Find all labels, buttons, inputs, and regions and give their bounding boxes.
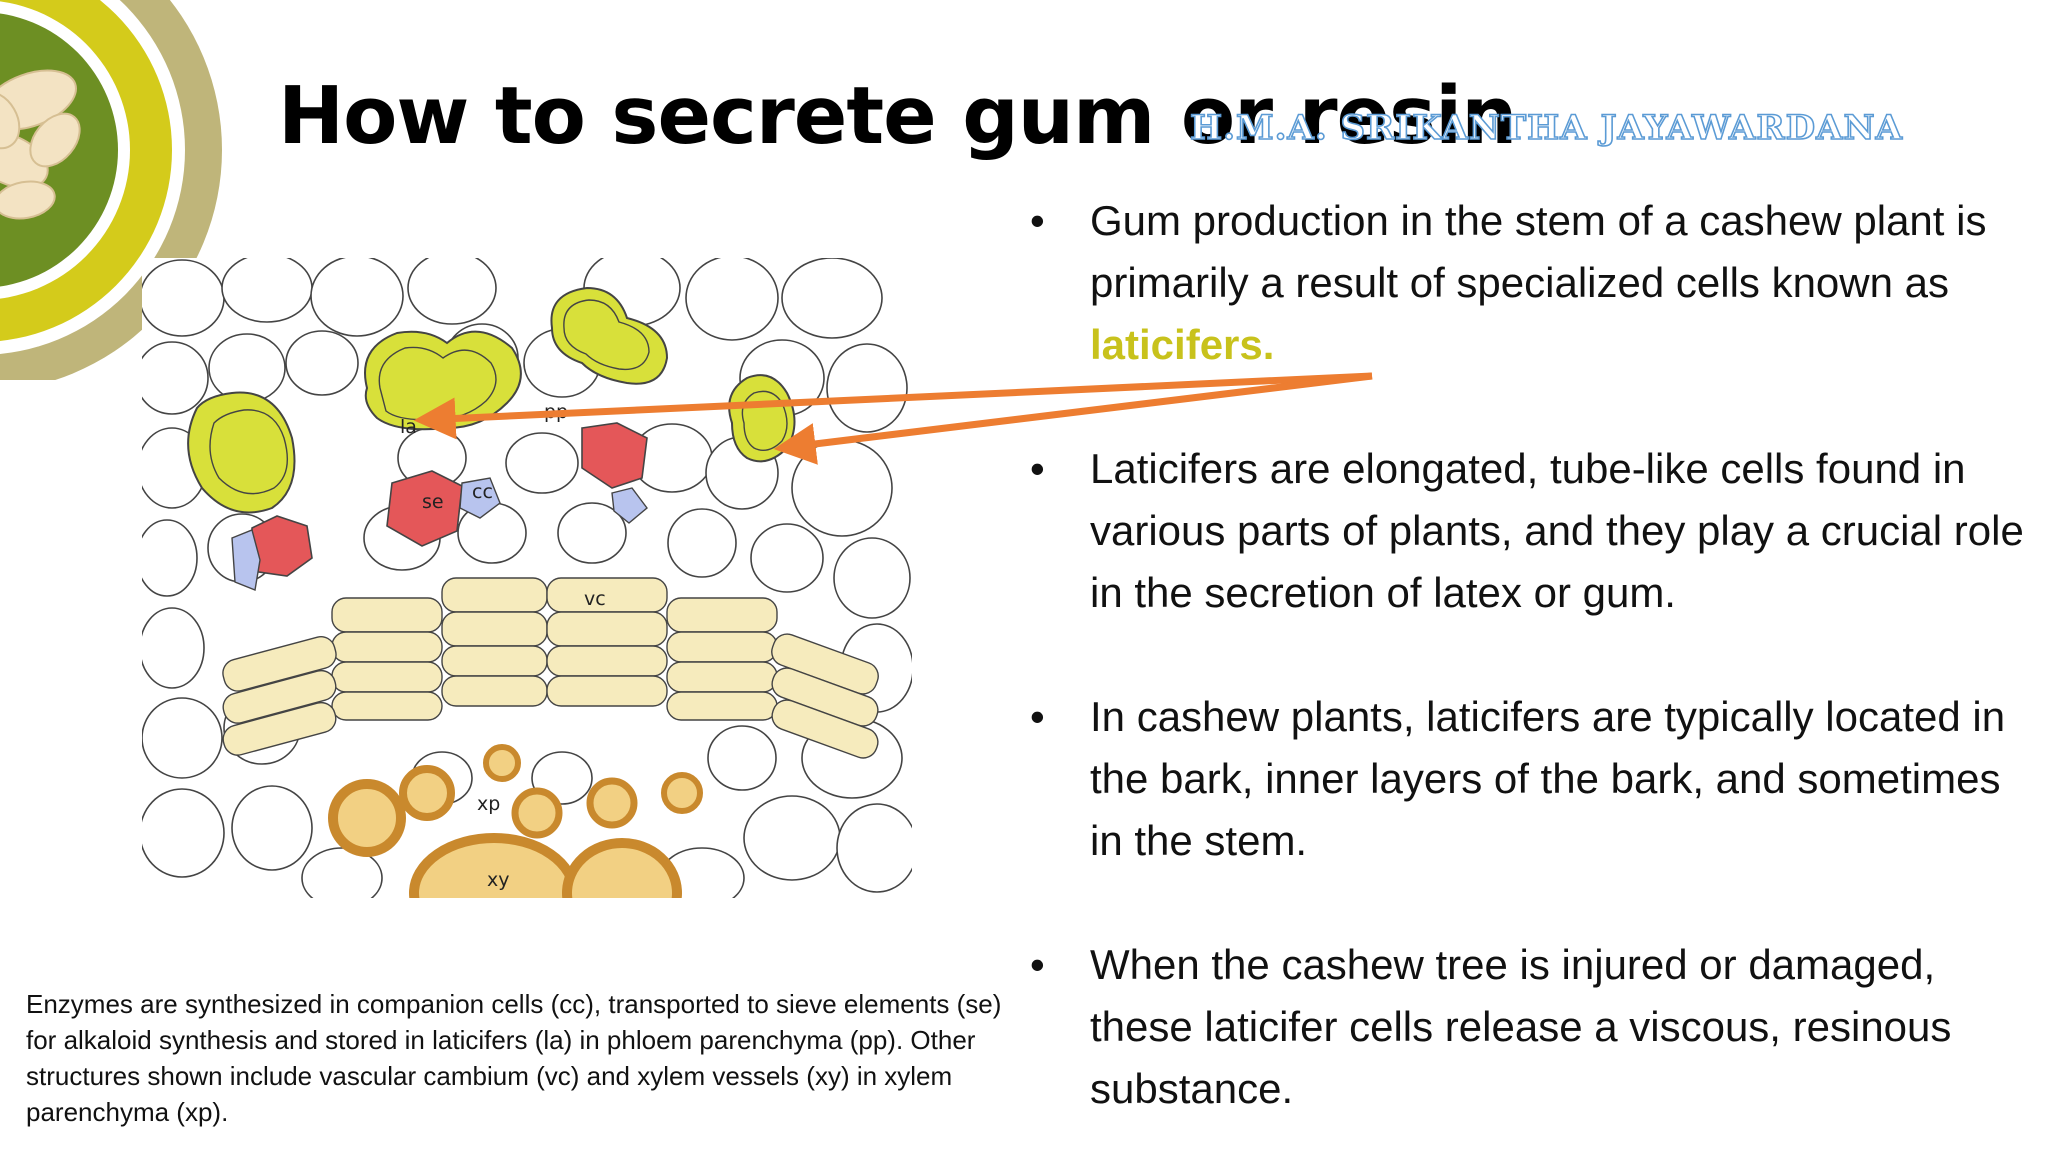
parenchyma-cell <box>301 847 383 898</box>
parenchyma-cell <box>685 258 779 341</box>
xylem-vessel <box>586 777 638 829</box>
parenchyma-cell <box>836 803 912 893</box>
companion-cell <box>231 529 261 591</box>
parenchyma-cell <box>791 439 893 537</box>
xylem-vessel <box>562 838 682 898</box>
parenchyma-cell <box>142 341 209 415</box>
parenchyma-cell <box>310 258 404 337</box>
parenchyma-cell <box>142 259 225 337</box>
companion-cells <box>231 477 648 591</box>
parenchyma-cell <box>781 258 883 339</box>
parenchyma-cell <box>505 432 579 494</box>
parenchyma-cell <box>750 523 824 593</box>
bullet-item: • Laticifers are elongated, tube-like ce… <box>1030 438 2030 624</box>
label-pp: pp <box>544 401 568 423</box>
bullet-text: When the cashew tree is injured or damag… <box>1090 941 1952 1112</box>
bullet-glyph: • <box>1030 693 1045 740</box>
parenchyma-cell <box>142 788 225 878</box>
parenchyma-cell <box>557 502 627 564</box>
xylem-vessel <box>399 765 455 821</box>
companion-cell <box>459 477 501 519</box>
sieve-element-cell <box>386 470 463 547</box>
parenchyma-cell <box>743 795 841 881</box>
bullet-text: In cashew plants, laticifers are typical… <box>1090 693 2006 864</box>
parenchyma-cell <box>142 519 198 597</box>
bullet-glyph: • <box>1030 941 1045 988</box>
parenchyma-cell <box>142 607 205 689</box>
bullet-text: Laticifers are elongated, tube-like cell… <box>1090 445 2024 616</box>
phloem-cross-section-diagram: la pp se cc vc xp xy <box>142 258 912 898</box>
laticifer-cell <box>550 286 669 385</box>
slide-title: How to secrete gum or resin <box>278 70 1517 162</box>
figure-caption: Enzymes are synthesized in companion cel… <box>26 989 1002 1127</box>
bullet-glyph: • <box>1030 445 1045 492</box>
bullet-item: • Gum production in the stem of a cashew… <box>1030 190 2030 376</box>
bullet-item: • When the cashew tree is injured or dam… <box>1030 934 2030 1120</box>
parenchyma-cell <box>285 330 359 396</box>
label-la: la <box>400 416 417 438</box>
xylem-vessel <box>483 744 521 782</box>
vascular-cambium-cells <box>222 577 879 759</box>
parenchyma-cell <box>707 725 777 791</box>
parenchyma-cell <box>142 697 223 779</box>
parenchyma-cell <box>208 333 286 403</box>
parenchyma-cell <box>667 508 737 578</box>
xylem-vessel <box>661 772 703 814</box>
xylem-vessel <box>328 779 406 857</box>
bullet-glyph: • <box>1030 197 1045 244</box>
companion-cell <box>611 487 648 524</box>
bullet-item: • In cashew plants, laticifers are typic… <box>1030 686 2030 872</box>
xylem-vessels <box>328 744 703 898</box>
parenchyma-cell <box>231 785 313 871</box>
parenchyma-cell <box>826 343 908 433</box>
parenchyma-cell <box>221 258 313 323</box>
corner-decoration-icon <box>0 0 222 380</box>
xylem-vessel <box>511 787 563 839</box>
parenchyma-cell <box>833 537 911 619</box>
cashew-nut-icon <box>0 69 81 220</box>
label-cc: cc <box>472 481 493 503</box>
label-vc: vc <box>584 588 606 610</box>
highlight-laticifers: laticifers. <box>1090 321 1275 368</box>
laticifer-cell <box>728 374 796 463</box>
label-xy: xy <box>487 869 510 891</box>
author-watermark: H.M.A. SRIKANTHA JAYAWARDANA <box>1189 107 1903 149</box>
sieve-element-cells <box>251 422 648 577</box>
bullet-text: Gum production in the stem of a cashew p… <box>1090 197 1987 306</box>
parenchyma-cell <box>407 258 497 325</box>
label-se: se <box>422 491 444 513</box>
label-xp: xp <box>477 793 500 815</box>
